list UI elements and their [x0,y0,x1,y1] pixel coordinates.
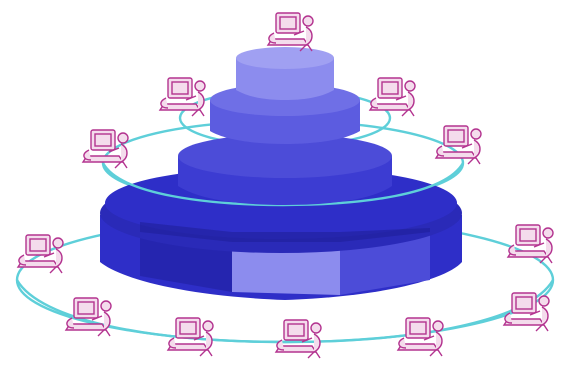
middle-ring-front [101,162,465,207]
top-tier [236,47,334,100]
computer-user-icon [435,125,482,165]
outer-ring-front [15,279,555,344]
computer-user-icon [397,317,444,357]
computer-user-icon [369,77,416,117]
third-tier [178,134,392,205]
computer-user-icon [275,319,322,359]
computer-user-icon [267,12,314,52]
computer-user-icon [82,129,129,169]
computer-user-icon [159,77,206,117]
computer-user-icon [507,224,554,264]
computer-user-icon [17,234,64,274]
